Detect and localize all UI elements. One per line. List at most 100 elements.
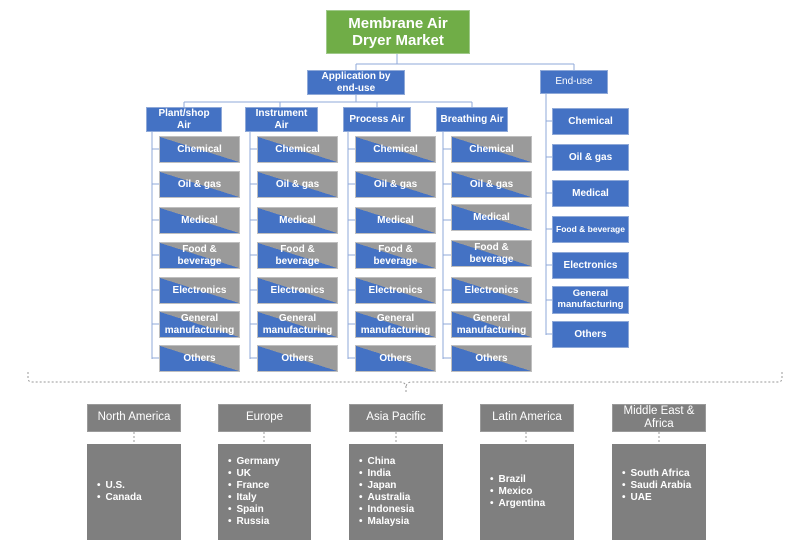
enduse-node-label: Electronics [563, 259, 618, 271]
enduse-node-label: General manufacturing [557, 288, 624, 310]
enduse-item: Medical [159, 207, 240, 234]
enduse-item: Others [355, 345, 436, 372]
enduse-item-label: Oil & gas [275, 178, 320, 190]
enduse-item: Chemical [451, 136, 532, 163]
enduse-item: Chemical [355, 136, 436, 163]
enduse-segment-label: End-use [555, 76, 593, 88]
application-label: Plant/shop Air [158, 108, 210, 131]
enduse-item: Others [159, 345, 240, 372]
enduse-item: Chemical [159, 136, 240, 163]
enduse-node: Food & beverage [552, 216, 629, 243]
enduse-item: Medical [451, 204, 532, 231]
country-item: Malaysia [359, 516, 414, 528]
country-item: Saudi Arabia [622, 480, 692, 492]
country-list-box: China India Japan Australia Indonesia Ma… [349, 444, 443, 540]
enduse-item: General manufacturing [355, 311, 436, 338]
enduse-item-label: General manufacturing [360, 313, 431, 336]
enduse-node: General manufacturing [552, 286, 629, 314]
enduse-item: Oil & gas [355, 171, 436, 198]
country-item: China [359, 456, 414, 468]
region-name: Middle East & Africa [623, 405, 695, 430]
enduse-item-label: Oil & gas [177, 178, 222, 190]
country-item: Japan [359, 480, 414, 492]
application-label: Breathing Air [440, 113, 504, 125]
region-header: North America [87, 404, 181, 432]
enduse-item-label: Others [281, 352, 314, 364]
region-header: Europe [218, 404, 311, 432]
country-list-box: South Africa Saudi Arabia UAE [612, 444, 706, 540]
enduse-node-label: Medical [572, 187, 609, 199]
country-item: Spain [228, 504, 280, 516]
enduse-item: General manufacturing [257, 311, 338, 338]
region-name: Asia Pacific [366, 411, 426, 424]
enduse-item: Chemical [257, 136, 338, 163]
enduse-item-label: Food & beverage [275, 244, 320, 267]
enduse-item: Electronics [159, 277, 240, 304]
country-list-box: Brazil Mexico Argentina [480, 444, 574, 540]
enduse-item: General manufacturing [451, 311, 532, 338]
enduse-item: Oil & gas [159, 171, 240, 198]
country-list: South Africa Saudi Arabia UAE [622, 468, 692, 504]
enduse-item: Medical [257, 207, 338, 234]
enduse-item-label: Oil & gas [373, 178, 418, 190]
enduse-item: Food & beverage [355, 242, 436, 269]
enduse-item-label: Oil & gas [469, 178, 514, 190]
country-item: Canada [97, 492, 142, 504]
enduse-item-label: Others [379, 352, 412, 364]
application-node: Instrument Air [245, 107, 318, 132]
enduse-item: Others [451, 345, 532, 372]
enduse-node: Electronics [552, 252, 629, 279]
country-list: U.S. Canada [97, 480, 142, 504]
country-item: Brazil [490, 474, 545, 486]
country-item: France [228, 480, 280, 492]
country-item: UAE [622, 492, 691, 504]
application-node: Breathing Air [436, 107, 508, 132]
application-label: Instrument Air [255, 108, 308, 131]
region-name: North America [97, 411, 171, 424]
enduse-item-label: Medical [279, 214, 316, 226]
enduse-item: Food & beverage [257, 242, 338, 269]
enduse-node-label: Food & beverage [556, 223, 625, 234]
country-list: Germany UK France Italy Spain Russia [228, 456, 280, 528]
enduse-item: Oil & gas [451, 171, 532, 198]
region-header: Middle East & Africa [612, 404, 706, 432]
country-item: Italy [228, 492, 280, 504]
enduse-node: Chemical [552, 108, 629, 135]
country-item: U.S. [97, 480, 142, 492]
application-segment-label: Application by end-use [321, 71, 391, 94]
enduse-item-label: Food & beverage [373, 244, 418, 267]
application-label: Process Air [349, 113, 405, 125]
enduse-item: Oil & gas [257, 171, 338, 198]
application-node: Process Air [343, 107, 411, 132]
enduse-item-label: Medical [473, 211, 510, 223]
root-node: Membrane Air Dryer Market [326, 10, 470, 54]
enduse-item: Electronics [355, 277, 436, 304]
root-label: Membrane Air Dryer Market [348, 14, 448, 49]
country-item: Indonesia [359, 504, 415, 516]
enduse-node: Medical [552, 180, 629, 207]
enduse-item: Electronics [257, 277, 338, 304]
region-header: Asia Pacific [349, 404, 443, 432]
region-name: Latin America [492, 411, 562, 424]
enduse-item: Others [257, 345, 338, 372]
enduse-item-label: Chemical [373, 143, 418, 155]
region-header: Latin America [480, 404, 574, 432]
country-item: Australia [359, 492, 414, 504]
enduse-segment: End-use [540, 70, 608, 94]
enduse-item: General manufacturing [159, 311, 240, 338]
enduse-item-label: Electronics [172, 284, 227, 296]
application-segment: Application by end-use [307, 70, 405, 95]
enduse-item: Food & beverage [451, 240, 532, 267]
enduse-item: Electronics [451, 277, 532, 304]
enduse-item-label: General manufacturing [164, 313, 235, 336]
country-list: Brazil Mexico Argentina [490, 474, 546, 510]
enduse-item-label: Food & beverage [469, 242, 514, 265]
enduse-node-label: Others [574, 328, 607, 340]
application-node: Plant/shop Air [146, 107, 222, 132]
enduse-item-label: Food & beverage [177, 244, 222, 267]
enduse-item-label: Others [183, 352, 216, 364]
country-item: Russia [228, 516, 280, 528]
country-item: Argentina [490, 498, 546, 510]
country-list: China India Japan Australia Indonesia Ma… [359, 456, 415, 528]
